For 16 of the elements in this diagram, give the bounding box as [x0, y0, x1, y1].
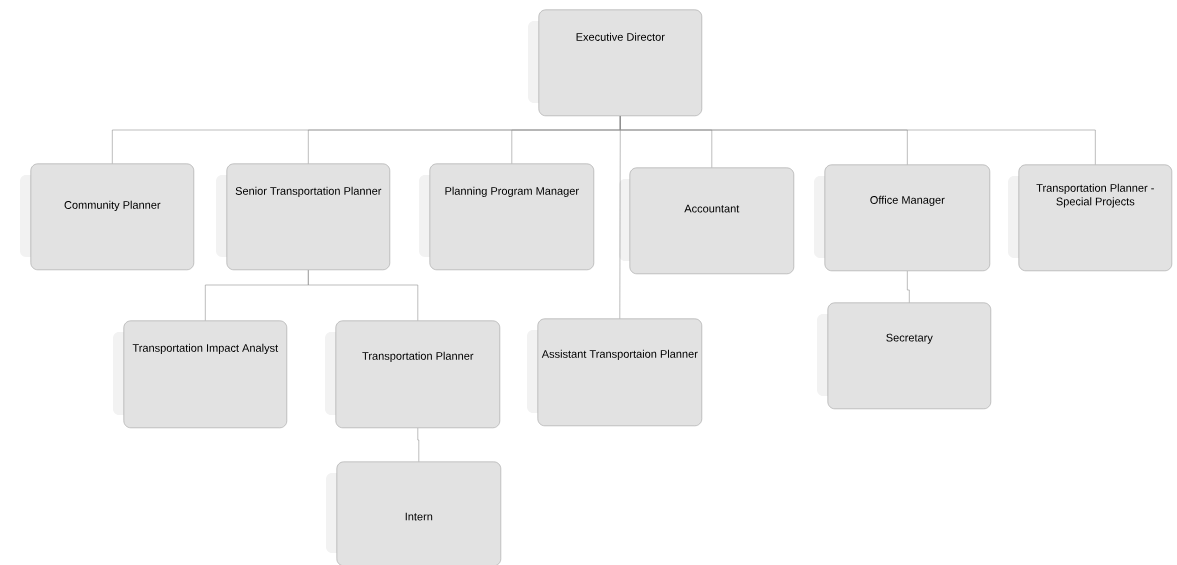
connector-line — [619, 115, 621, 319]
org-box: Intern — [326, 461, 502, 565]
org-box: Planning Program Manager — [419, 163, 595, 271]
org-box: Secretary — [817, 302, 992, 410]
org-box: Transportation Planner - Special Projects — [1008, 164, 1173, 272]
org-box: Senior Transportation Planner — [216, 163, 391, 271]
org-box: Accountant — [619, 167, 795, 275]
org-box: Executive Director — [528, 9, 703, 117]
org-box: Transportation Planner — [325, 320, 501, 429]
org-box: Office Manager — [814, 164, 991, 272]
org-box: Assistant Transportaion Planner — [527, 318, 703, 427]
org-box: Transportation Impact Analyst — [113, 320, 288, 429]
org-box: Community Planner — [20, 163, 195, 271]
connector-line — [907, 270, 910, 303]
connector-line — [308, 269, 419, 321]
connector-line — [417, 427, 420, 462]
